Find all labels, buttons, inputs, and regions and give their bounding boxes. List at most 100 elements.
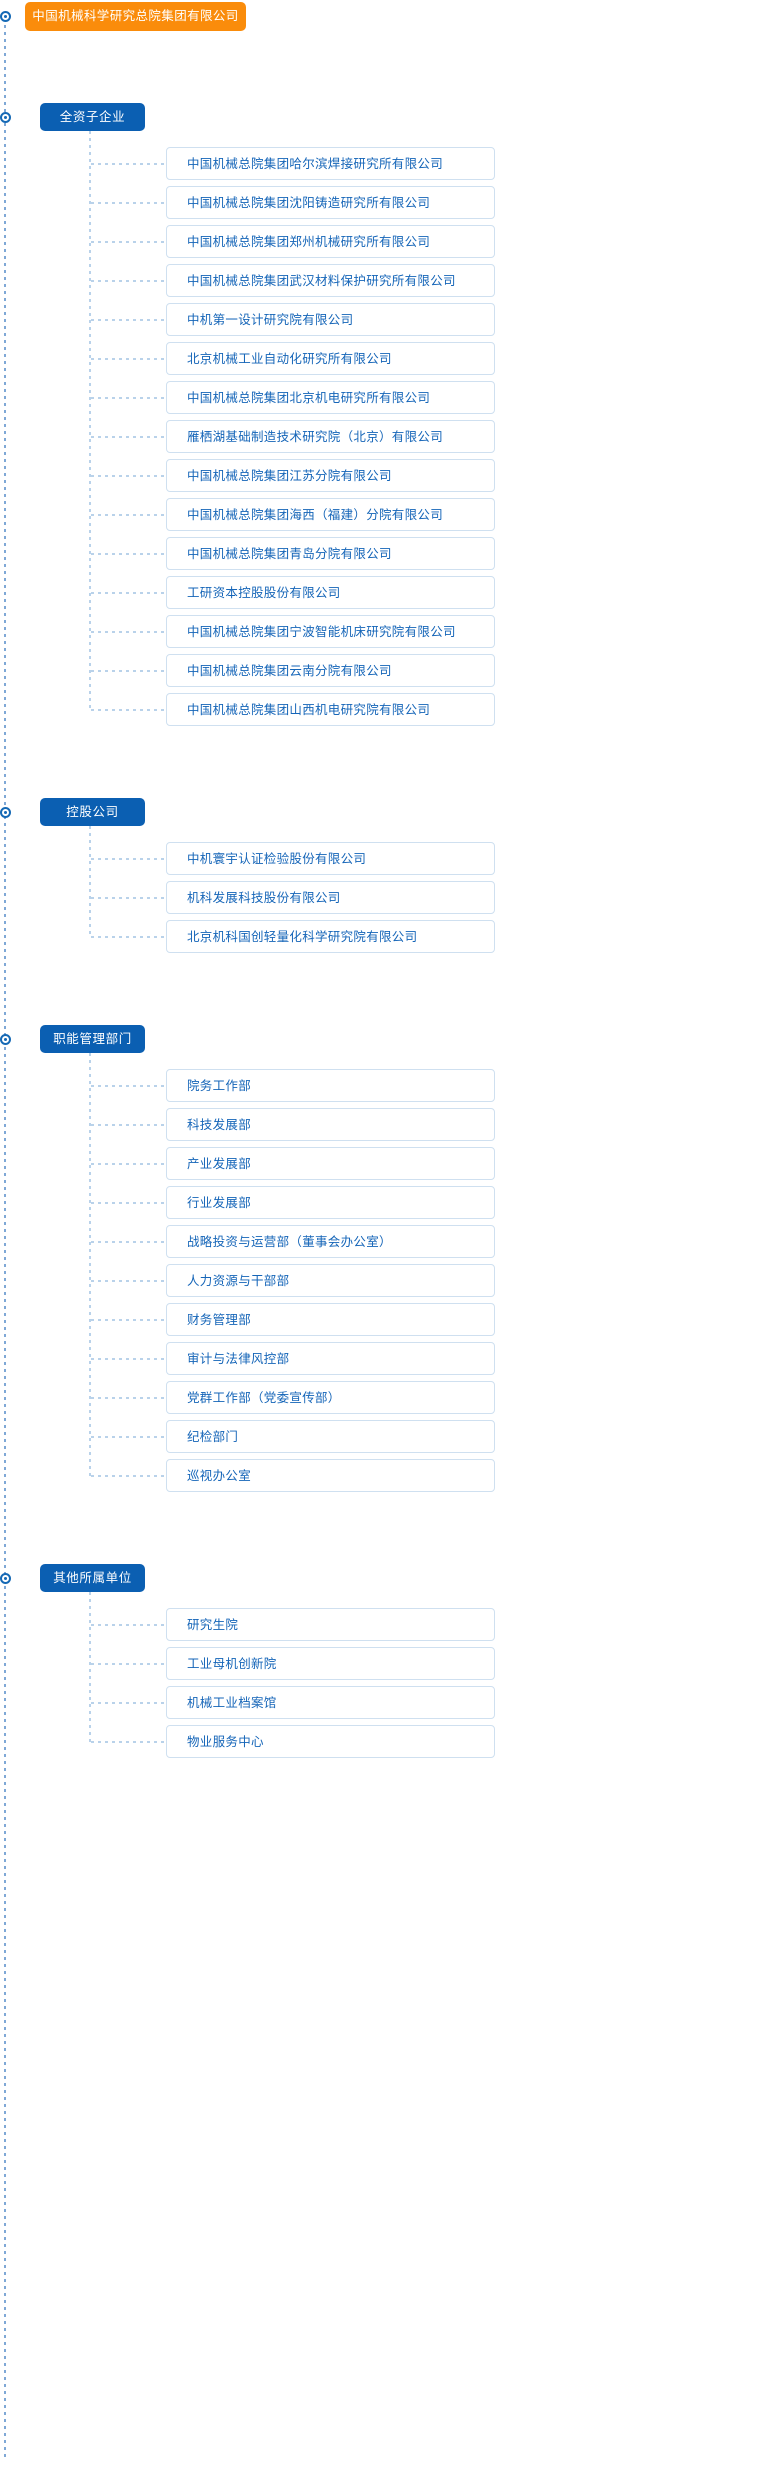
item-connector [91, 1702, 167, 1704]
section-header-1[interactable]: 全资子企业 [40, 103, 145, 131]
org-item[interactable]: 中国机械总院集团云南分院有限公司 [166, 654, 495, 687]
item-connector [91, 1319, 167, 1321]
org-item[interactable]: 中国机械总院集团北京机电研究所有限公司 [166, 381, 495, 414]
org-item-row: 中国机械总院集团郑州机械研究所有限公司 [0, 225, 779, 258]
org-item-label: 中国机械总院集团江苏分院有限公司 [187, 469, 392, 483]
root-node[interactable]: 中国机械科学研究总院集团有限公司 [25, 2, 246, 31]
org-item-row: 中国机械总院集团沈阳铸造研究所有限公司 [0, 186, 779, 219]
org-item-row: 巡视办公室 [0, 1459, 779, 1492]
section-header-4[interactable]: 其他所属单位 [40, 1564, 145, 1592]
section-trunk-connector [89, 1053, 91, 1476]
org-item-label: 中国机械总院集团武汉材料保护研究所有限公司 [187, 274, 456, 288]
org-item[interactable]: 物业服务中心 [166, 1725, 495, 1758]
item-connector [91, 280, 167, 282]
org-item[interactable]: 研究生院 [166, 1608, 495, 1641]
org-item-row: 科技发展部 [0, 1108, 779, 1141]
org-item[interactable]: 北京机科国创轻量化科学研究院有限公司 [166, 920, 495, 953]
item-connector [91, 897, 167, 899]
org-item-row: 机械工业档案馆 [0, 1686, 779, 1719]
org-item-label: 审计与法律风控部 [187, 1352, 290, 1366]
org-item-row: 机科发展科技股份有限公司 [0, 881, 779, 914]
org-item-row: 中国机械总院集团山西机电研究院有限公司 [0, 693, 779, 726]
org-item-label: 院务工作部 [187, 1079, 252, 1093]
item-connector [91, 1624, 167, 1626]
item-connector [91, 163, 167, 165]
item-connector [91, 709, 167, 711]
item-connector [91, 319, 167, 321]
org-item-row: 院务工作部 [0, 1069, 779, 1102]
org-item[interactable]: 工研资本控股股份有限公司 [166, 576, 495, 609]
org-item[interactable]: 战略投资与运营部（董事会办公室） [166, 1225, 495, 1258]
org-item[interactable]: 中国机械总院集团沈阳铸造研究所有限公司 [166, 186, 495, 219]
org-item-label: 工研资本控股股份有限公司 [187, 586, 341, 600]
org-item[interactable]: 机械工业档案馆 [166, 1686, 495, 1719]
item-connector [91, 1241, 167, 1243]
org-item[interactable]: 中国机械总院集团青岛分院有限公司 [166, 537, 495, 570]
item-connector [91, 1436, 167, 1438]
org-item[interactable]: 工业母机创新院 [166, 1647, 495, 1680]
org-item[interactable]: 产业发展部 [166, 1147, 495, 1180]
org-item-row: 物业服务中心 [0, 1725, 779, 1758]
item-connector [91, 670, 167, 672]
org-item[interactable]: 中国机械总院集团武汉材料保护研究所有限公司 [166, 264, 495, 297]
org-item-label: 中国机械总院集团北京机电研究所有限公司 [187, 391, 431, 405]
org-item[interactable]: 巡视办公室 [166, 1459, 495, 1492]
section-header-3[interactable]: 职能管理部门 [40, 1025, 145, 1053]
org-item-label: 北京机科国创轻量化科学研究院有限公司 [187, 930, 418, 944]
section-circle-dot-icon [0, 111, 11, 123]
org-item-row: 财务管理部 [0, 1303, 779, 1336]
org-item-row: 中机寰宇认证检验股份有限公司 [0, 842, 779, 875]
item-connector [91, 936, 167, 938]
org-item[interactable]: 中国机械总院集团海西（福建）分院有限公司 [166, 498, 495, 531]
org-item[interactable]: 中国机械总院集团哈尔滨焊接研究所有限公司 [166, 147, 495, 180]
org-item-row: 中国机械总院集团海西（福建）分院有限公司 [0, 498, 779, 531]
org-item[interactable]: 审计与法律风控部 [166, 1342, 495, 1375]
org-item-row: 中国机械总院集团云南分院有限公司 [0, 654, 779, 687]
item-connector [91, 1397, 167, 1399]
item-connector [91, 858, 167, 860]
org-item-label: 北京机械工业自动化研究所有限公司 [187, 352, 392, 366]
org-item[interactable]: 机科发展科技股份有限公司 [166, 881, 495, 914]
org-item-label: 中机寰宇认证检验股份有限公司 [187, 852, 367, 866]
org-item-label: 中国机械总院集团海西（福建）分院有限公司 [187, 508, 444, 522]
section-trunk-connector [89, 826, 91, 937]
item-connector [91, 1475, 167, 1477]
org-item[interactable]: 中国机械总院集团郑州机械研究所有限公司 [166, 225, 495, 258]
org-item[interactable]: 雁栖湖基础制造技术研究院（北京）有限公司 [166, 420, 495, 453]
org-item-row: 行业发展部 [0, 1186, 779, 1219]
org-item-label: 产业发展部 [187, 1157, 252, 1171]
item-connector [91, 592, 167, 594]
org-item-label: 中国机械总院集团哈尔滨焊接研究所有限公司 [187, 157, 444, 171]
org-item[interactable]: 院务工作部 [166, 1069, 495, 1102]
org-item-label: 中国机械总院集团山西机电研究院有限公司 [187, 703, 431, 717]
org-item[interactable]: 人力资源与干部部 [166, 1264, 495, 1297]
main-trunk-connector [4, 18, 6, 2458]
org-item-label: 中机第一设计研究院有限公司 [187, 313, 354, 327]
item-connector [91, 358, 167, 360]
org-item[interactable]: 行业发展部 [166, 1186, 495, 1219]
org-item-label: 物业服务中心 [187, 1735, 264, 1749]
item-connector [91, 1741, 167, 1743]
org-item[interactable]: 中机寰宇认证检验股份有限公司 [166, 842, 495, 875]
org-item-row: 战略投资与运营部（董事会办公室） [0, 1225, 779, 1258]
org-item-row: 工业母机创新院 [0, 1647, 779, 1680]
org-item[interactable]: 中机第一设计研究院有限公司 [166, 303, 495, 336]
org-item[interactable]: 党群工作部（党委宣传部） [166, 1381, 495, 1414]
org-item-label: 机械工业档案馆 [187, 1696, 277, 1710]
org-item[interactable]: 北京机械工业自动化研究所有限公司 [166, 342, 495, 375]
org-item[interactable]: 中国机械总院集团宁波智能机床研究院有限公司 [166, 615, 495, 648]
org-item-row: 北京机械工业自动化研究所有限公司 [0, 342, 779, 375]
org-item[interactable]: 纪检部门 [166, 1420, 495, 1453]
org-item[interactable]: 财务管理部 [166, 1303, 495, 1336]
item-connector [91, 475, 167, 477]
org-item-row: 人力资源与干部部 [0, 1264, 779, 1297]
org-item[interactable]: 中国机械总院集团江苏分院有限公司 [166, 459, 495, 492]
item-connector [91, 553, 167, 555]
item-connector [91, 514, 167, 516]
org-item[interactable]: 中国机械总院集团山西机电研究院有限公司 [166, 693, 495, 726]
section-header-2[interactable]: 控股公司 [40, 798, 145, 826]
item-connector [91, 1663, 167, 1665]
item-connector [91, 1358, 167, 1360]
org-item[interactable]: 科技发展部 [166, 1108, 495, 1141]
